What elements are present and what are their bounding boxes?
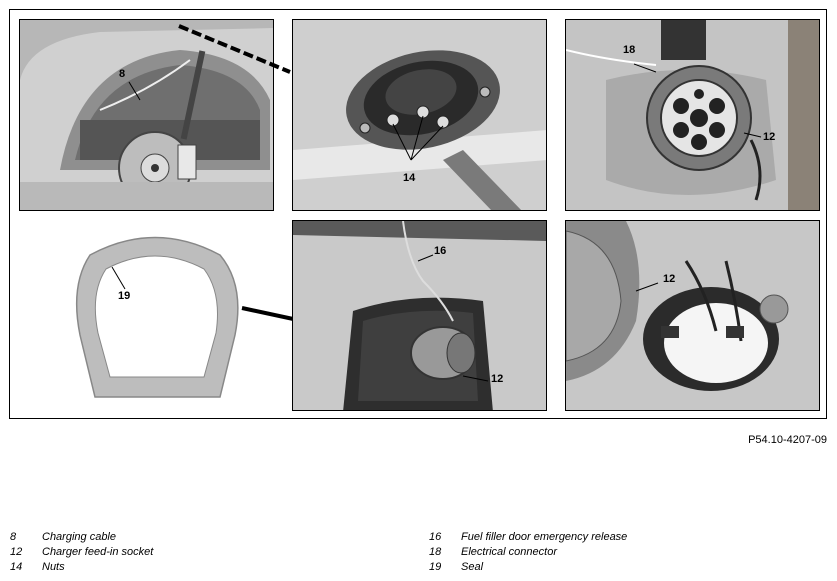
figure-reference: P54.10-4207-09 [748,434,827,446]
callout-12-socket: 12 [763,131,776,143]
callout-12-installed: 12 [491,373,504,385]
callout-12-opening: 12 [663,273,676,285]
photo-socket-installed: 16 12 [292,220,547,411]
callout-19: 19 [118,290,131,302]
photo-socket-nuts: 14 [292,19,547,211]
photo-wheel-arch: 8 [19,19,274,211]
seal-drawing: 19 [70,225,245,405]
callout-14: 14 [403,172,416,184]
callout-8: 8 [119,68,126,80]
pointer-line-1 [178,24,291,74]
figure-frame: 8 14 [9,9,827,419]
callout-18: 18 [623,44,636,56]
photo-socket-opening: 12 [565,220,820,411]
callout-16: 16 [434,245,447,257]
photo-charge-socket: 18 12 [565,19,820,211]
